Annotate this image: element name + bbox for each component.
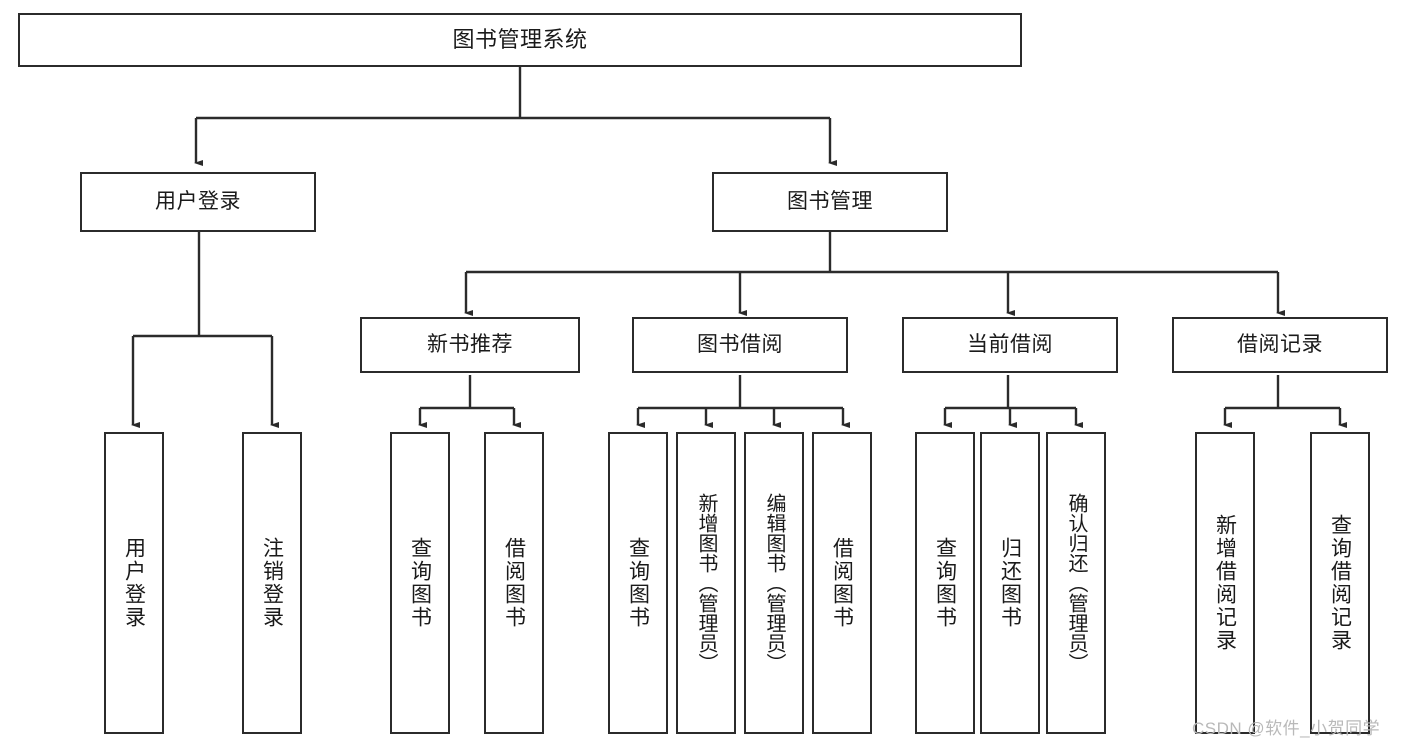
- leaf-borrow-query-book[interactable]: 查询图书: [608, 432, 668, 734]
- leaf-user-login-login[interactable]: 用户登录: [104, 432, 164, 734]
- leaf-recommend-borrow-book[interactable]: 借阅图书: [484, 432, 544, 734]
- node-book-management[interactable]: 图书管理: [712, 172, 948, 232]
- node-book-borrow[interactable]: 图书借阅: [632, 317, 848, 373]
- leaf-current-return-book[interactable]: 归还图书: [980, 432, 1040, 734]
- node-new-book-recommend[interactable]: 新书推荐: [360, 317, 580, 373]
- node-current-borrow[interactable]: 当前借阅: [902, 317, 1118, 373]
- leaf-borrow-add-book-admin[interactable]: 新增图书（管理员）: [676, 432, 736, 734]
- leaf-user-login-logout[interactable]: 注销登录: [242, 432, 302, 734]
- node-root-system[interactable]: 图书管理系统: [18, 13, 1022, 67]
- leaf-record-query-record[interactable]: 查询借阅记录: [1310, 432, 1370, 734]
- leaf-record-add-record[interactable]: 新增借阅记录: [1195, 432, 1255, 734]
- node-borrow-record[interactable]: 借阅记录: [1172, 317, 1388, 373]
- leaf-recommend-query-book[interactable]: 查询图书: [390, 432, 450, 734]
- leaf-borrow-edit-book-admin[interactable]: 编辑图书（管理员）: [744, 432, 804, 734]
- leaf-current-confirm-return-admin[interactable]: 确认归还（管理员）: [1046, 432, 1106, 734]
- csdn-watermark: CSDN @软件_小贺同学: [1192, 719, 1381, 738]
- leaf-borrow-borrow-book[interactable]: 借阅图书: [812, 432, 872, 734]
- node-user-login[interactable]: 用户登录: [80, 172, 316, 232]
- leaf-current-query-book[interactable]: 查询图书: [915, 432, 975, 734]
